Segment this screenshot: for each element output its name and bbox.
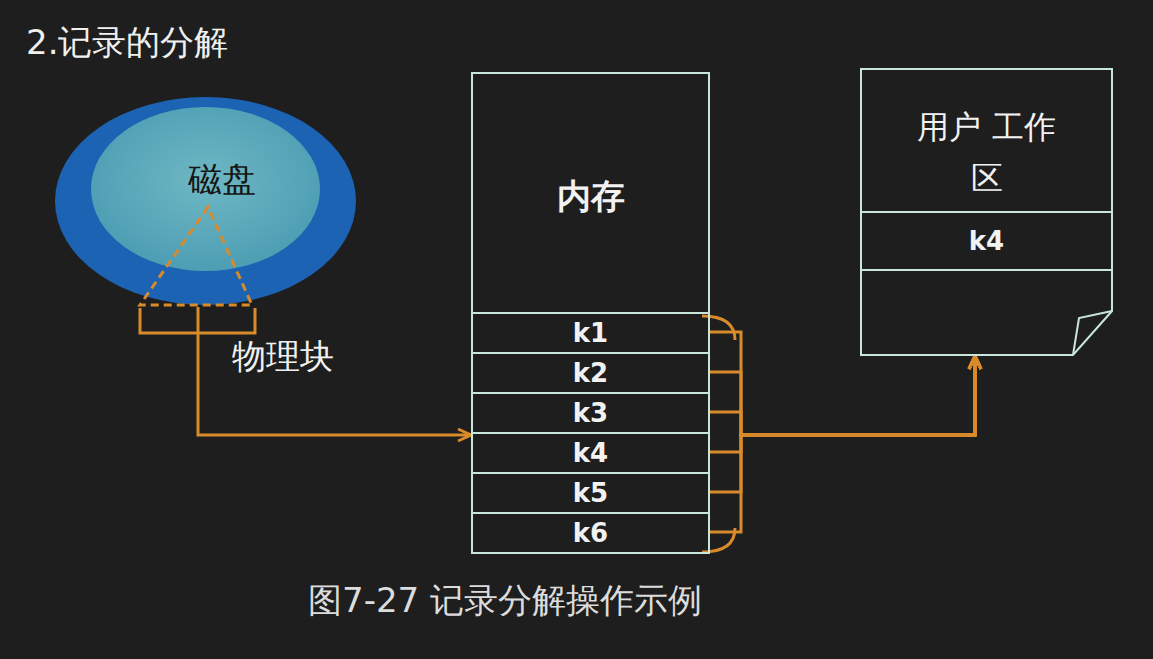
record-slot: k2 [473, 352, 708, 392]
record-key: k4 [969, 226, 1004, 256]
record-key: k3 [573, 398, 608, 428]
flow-arrow [708, 356, 975, 452]
flow-arrow [708, 356, 975, 532]
disk-surface [91, 107, 320, 271]
slide-title-box: 2.记录的分解 [26, 20, 228, 66]
memory-label: 内存 [473, 174, 708, 220]
record-key: k2 [573, 358, 608, 388]
record-key: k4 [573, 438, 608, 468]
page-border [861, 69, 1112, 355]
slide-title: 2.记录的分解 [26, 20, 228, 66]
record-key: k1 [573, 318, 608, 348]
block-label: 物理块 [232, 334, 334, 380]
page-fold [1073, 311, 1112, 355]
flow-arrow [708, 356, 975, 435]
record-slot: k5 [473, 472, 708, 512]
work-area-label: 用户 工作区 [917, 102, 1057, 204]
figure-caption: 图7-27 记录分解操作示例 [308, 578, 702, 624]
record-slot: k3 [473, 392, 708, 432]
record-slot: k4 [473, 432, 708, 472]
disk-label: 磁盘 [188, 157, 256, 203]
disk-ellipse: 磁盘 [53, 95, 358, 307]
disk-drawing [53, 95, 358, 307]
record-slot: k6 [473, 512, 708, 552]
figure-caption-box: 图7-27 记录分解操作示例 [308, 578, 702, 624]
sector-triangle [140, 207, 252, 305]
flow-arrow [198, 307, 471, 435]
record-key: k6 [573, 518, 608, 548]
record-brace-top [702, 316, 735, 340]
work-record-slot: k4 [860, 211, 1113, 271]
disk-platter [55, 97, 356, 305]
flow-arrow [708, 332, 975, 435]
block-label-box: 物理块 [232, 334, 334, 380]
record-key: k5 [573, 478, 608, 508]
flow-arrow [708, 356, 975, 492]
flow-arrow [708, 356, 975, 435]
memory-box: 内存 k1 k2 k3 k4 k5 k6 [471, 72, 710, 554]
record-slot: k1 [473, 312, 708, 352]
user-work-area: 用户 工作区 k4 [860, 68, 1113, 356]
